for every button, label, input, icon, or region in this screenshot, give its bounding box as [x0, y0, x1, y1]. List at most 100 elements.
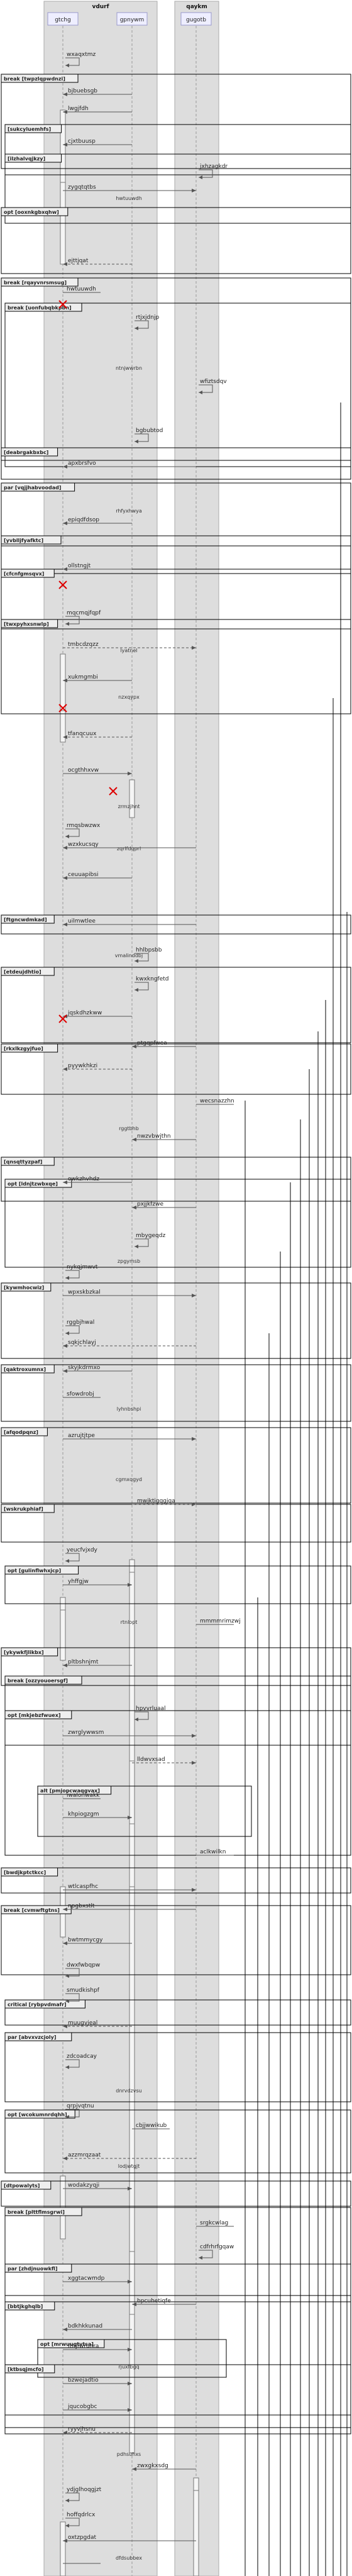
fragment-frame	[1, 619, 351, 714]
message-arrowhead	[63, 2328, 67, 2331]
message-arrowhead	[128, 2348, 132, 2351]
fragment-frame	[1, 2180, 351, 2207]
message-label: mqcmqjfqpf	[67, 610, 101, 616]
message-label: qrpjvqtnu	[67, 2103, 94, 2109]
message-label: pltbshnjmt	[68, 1659, 99, 1665]
fragment-frame	[4, 2032, 351, 2102]
fragment-title: alt [pmjopcwaqgvax]	[40, 1788, 100, 1794]
message-self	[135, 1238, 149, 1247]
message-label: rggbjhwal	[67, 1319, 94, 1326]
message-label: tfanqcuux	[68, 731, 97, 737]
message-self	[65, 2109, 80, 2118]
activation-bar	[60, 2521, 66, 2576]
fragment-tab	[4, 1565, 79, 1575]
message-label: wodakzyqji	[68, 2182, 99, 2189]
message-label: rmqsbwzwx	[67, 823, 101, 829]
note-caption: rtnlopt	[121, 1619, 138, 1625]
activation-bar	[60, 1609, 66, 1648]
message-label: ptgqpfwea	[137, 1040, 167, 1046]
message-arrowhead	[63, 465, 67, 469]
fragment-frame	[4, 2207, 351, 2296]
message-self	[65, 2518, 80, 2526]
fragment-frame	[1, 1282, 351, 1359]
fragment-title: [qaktroxumnx]	[4, 1367, 46, 1372]
message-self	[135, 433, 149, 442]
message-label: bpcuhetiqfe	[137, 2298, 171, 2304]
message-arrowhead	[63, 567, 67, 571]
participant-gtchg	[47, 12, 79, 26]
fragment-title: break [cvmwftgtns]	[4, 1907, 60, 1913]
fragment-tab	[4, 2301, 55, 2311]
message-label: pxjjkfzwe	[137, 1201, 164, 1208]
message-arrowhead	[128, 2187, 132, 2190]
note-caption: ntnjwwrbn	[116, 365, 142, 371]
message-arrowhead	[65, 1999, 69, 2003]
message-arrowhead	[63, 2539, 67, 2543]
activation-bar	[129, 1572, 135, 1887]
message-arrowhead	[135, 1245, 138, 1248]
message-arrowhead	[192, 1294, 196, 1297]
message-self	[65, 2059, 80, 2068]
message-label: sfowdrobj	[67, 1391, 94, 1397]
message-self	[65, 1270, 80, 1279]
message-label: bgbubtod	[136, 428, 163, 434]
message-label: yeucfvjxdy	[67, 1547, 98, 1553]
message-label: lldwvxsad	[137, 1757, 165, 1763]
destroy-marker	[58, 704, 67, 713]
message-label: bzwejadtio	[68, 2377, 99, 2384]
fragment-tab	[1, 1364, 55, 1374]
activation-bar	[129, 1760, 135, 1824]
message-label: cbjjwwikub	[136, 2123, 167, 2129]
note-caption: dnrvdzvsu	[116, 2088, 141, 2094]
message-label: wfiztsdqv	[200, 379, 227, 385]
fragment-title: [cfcnfgmsqvx]	[4, 571, 44, 577]
fragment-title: opt [mkjebzfwuex]	[8, 1713, 61, 1718]
message-label: bdkhkkunad	[68, 2323, 102, 2329]
activation-bar	[193, 2490, 199, 2576]
participant-label: gtchg	[55, 17, 71, 23]
message-label: kwxkngfetd	[136, 976, 168, 982]
message-self	[65, 1968, 80, 1977]
message-label: epiqdfdsop	[68, 517, 99, 523]
fragment-tab	[1, 619, 58, 628]
message-self	[135, 320, 149, 329]
message-label: oxtzpgdat	[68, 2534, 96, 2541]
fragment-tab	[4, 124, 62, 133]
fragment-tab	[1, 447, 58, 457]
fragment-title: [ftgncwdmkad]	[4, 917, 47, 923]
message-label: aclkwilkn	[200, 1849, 226, 1855]
message-arrowhead	[128, 2408, 132, 2412]
fragment-tab	[4, 2207, 82, 2216]
message-self	[65, 1325, 80, 1334]
fragment-frame	[1, 535, 351, 574]
fragment-tab	[1, 277, 79, 287]
message-self	[135, 982, 149, 991]
fragment-frame	[1, 1867, 351, 1894]
destroy-marker	[58, 300, 67, 309]
fragment-title: par [vqjjhabvoodad]	[4, 485, 61, 491]
message-label: muugvjeal	[68, 2020, 97, 2026]
message-label: npgbxstlt	[68, 1903, 95, 1909]
message-label: jxhzagkdr	[199, 164, 228, 170]
fragment-tab	[1, 967, 55, 976]
message-label: iwalonwakk	[67, 1792, 100, 1799]
message-arrowhead	[63, 1663, 67, 1667]
fragment-title: break [rqayvnrsmsug]	[4, 280, 67, 286]
note-caption: dfdsubbex	[116, 2555, 142, 2561]
participant-label: gpnywm	[120, 17, 145, 23]
message-label: lwgjfdh	[68, 106, 89, 112]
box-vdurf	[43, 1, 158, 2576]
fragment-frame	[4, 2364, 351, 2416]
message-label: jqskdhzkww	[67, 1010, 102, 1016]
message-label: wxaqxtmz	[67, 52, 96, 58]
message-label: wtlcaspfhc	[68, 1884, 98, 1890]
message-label: xukmgmbi	[68, 674, 98, 680]
message-label: ftnjfwruhra	[68, 2343, 99, 2350]
message-arrowhead	[192, 646, 196, 650]
box-label: vdurf	[92, 4, 109, 10]
fragment-tab	[1, 207, 69, 216]
fragment-frame	[4, 1179, 351, 1268]
fragment-title: opt [ldnjtzwbxqe]	[8, 1181, 58, 1187]
message-arrowhead	[128, 1583, 132, 1587]
message-arrowhead	[65, 835, 69, 838]
